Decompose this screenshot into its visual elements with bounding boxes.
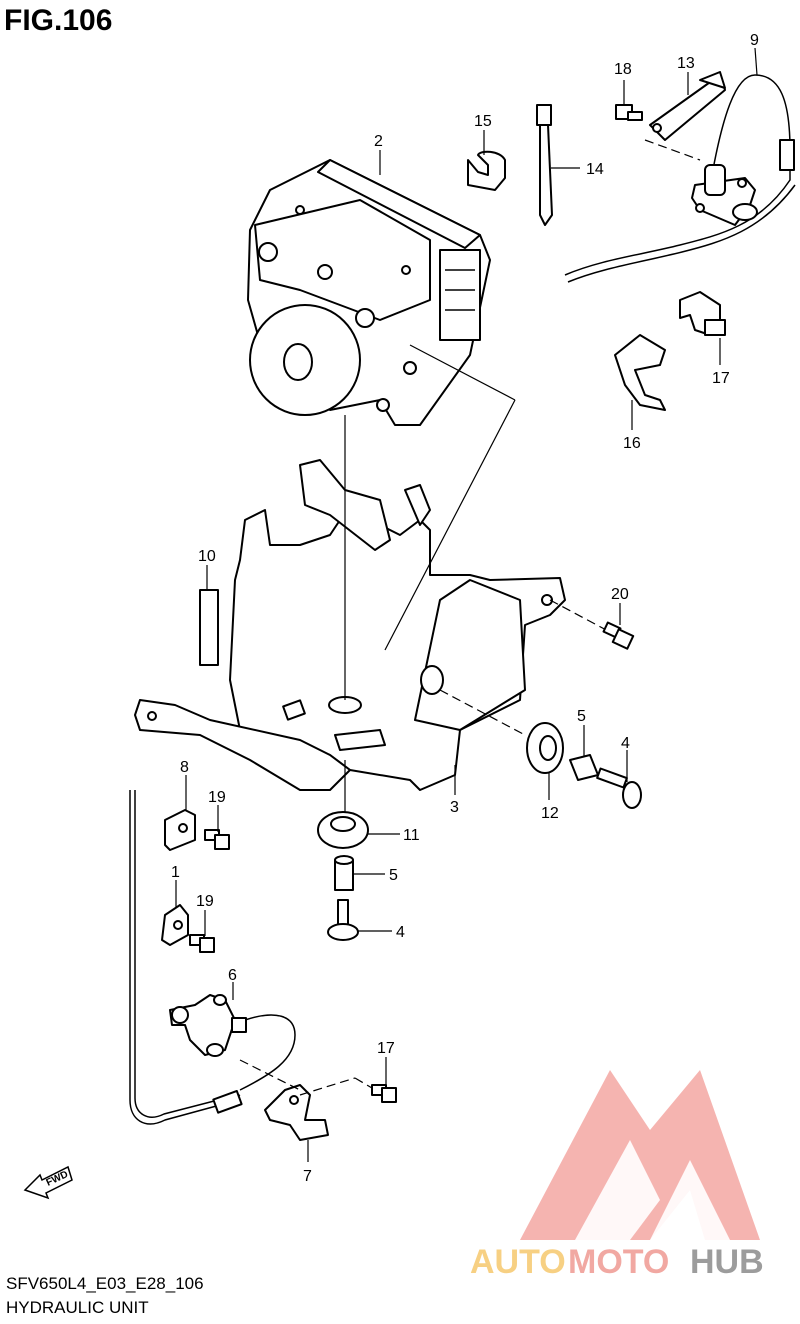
assembly-line-7 (644, 139, 701, 161)
callout-11: 11 (403, 827, 420, 844)
bolt-part-19-upper (204, 829, 230, 850)
callout-9: 9 (750, 32, 759, 49)
watermark-text-auto: AUTO (470, 1243, 566, 1281)
assembly-line-6 (549, 599, 611, 633)
bracket-part-3 (134, 459, 566, 791)
callout-14: 14 (586, 161, 604, 178)
sensor-part-6 (129, 790, 296, 1125)
clamp-part-8 (164, 809, 196, 851)
callout-16: 16 (623, 435, 641, 452)
bolt-part-20 (602, 621, 635, 650)
clamp-part-17-upper (679, 291, 726, 336)
clamp-part-15 (467, 150, 506, 191)
callout-19-lower: 19 (196, 893, 214, 910)
callouts: 2 9 13 18 15 14 17 16 10 20 5 4 12 3 11 … (171, 32, 759, 1185)
assembly-line-2 (409, 344, 516, 401)
callout-6: 6 (228, 967, 237, 984)
collar-part-5-right (569, 754, 599, 781)
bolt-part-4-right (596, 767, 642, 809)
callout-17-upper: 17 (712, 370, 730, 387)
callout-5-lower: 5 (389, 867, 398, 884)
watermark-text-hub: HUB (690, 1243, 764, 1281)
collar-part-5-lower (334, 855, 354, 891)
callout-1: 1 (171, 864, 180, 881)
watermark-logo: AUTO MOTO HUB (470, 1070, 764, 1281)
callout-4-lower: 4 (396, 924, 405, 941)
bolt-part-18 (615, 104, 643, 121)
callout-3: 3 (450, 799, 459, 816)
model-code: SFV650L4_E03_E28_106 (6, 1274, 204, 1293)
callout-7: 7 (303, 1168, 312, 1185)
cable-tie-part-14 (536, 104, 553, 226)
forward-direction-arrow: FWD (23, 1165, 73, 1200)
callout-8: 8 (180, 759, 189, 776)
assembly-line-9 (299, 1077, 356, 1096)
callout-17-lower: 17 (377, 1040, 395, 1057)
cushion-part-10 (199, 589, 219, 666)
bracket-part-7 (264, 1084, 329, 1141)
callout-10: 10 (198, 548, 216, 565)
callout-12: 12 (541, 805, 559, 822)
bolt-part-4-lower (327, 899, 359, 941)
bolt-part-17-lower (371, 1084, 397, 1103)
watermark-text-moto: MOTO (568, 1243, 669, 1281)
assembly-line-3 (384, 399, 516, 651)
assembly-line-5 (439, 689, 526, 736)
assembly-line-8 (239, 1059, 301, 1091)
callout-19-upper: 19 (208, 789, 226, 806)
grommet-part-12 (526, 722, 564, 774)
clamp-part-16 (614, 334, 666, 411)
grommet-part-11 (317, 811, 369, 849)
hydraulic-unit-part-2 (247, 159, 491, 426)
figure-title: FIG.106 (4, 4, 113, 37)
section-name: HYDRAULIC UNIT (6, 1298, 149, 1317)
sensor-bracket-part-13 (649, 71, 726, 141)
clamp-part-1 (161, 904, 189, 946)
callout-13: 13 (677, 55, 695, 72)
callout-18: 18 (614, 61, 632, 78)
assembly-line-10 (354, 1077, 373, 1089)
callout-15: 15 (474, 113, 492, 130)
callout-4-right: 4 (621, 735, 630, 752)
callout-5-right: 5 (577, 708, 586, 725)
bolt-part-19-lower (189, 934, 215, 953)
callout-20: 20 (611, 586, 629, 603)
sensor-part-9 (564, 74, 796, 283)
callout-2: 2 (374, 133, 383, 150)
